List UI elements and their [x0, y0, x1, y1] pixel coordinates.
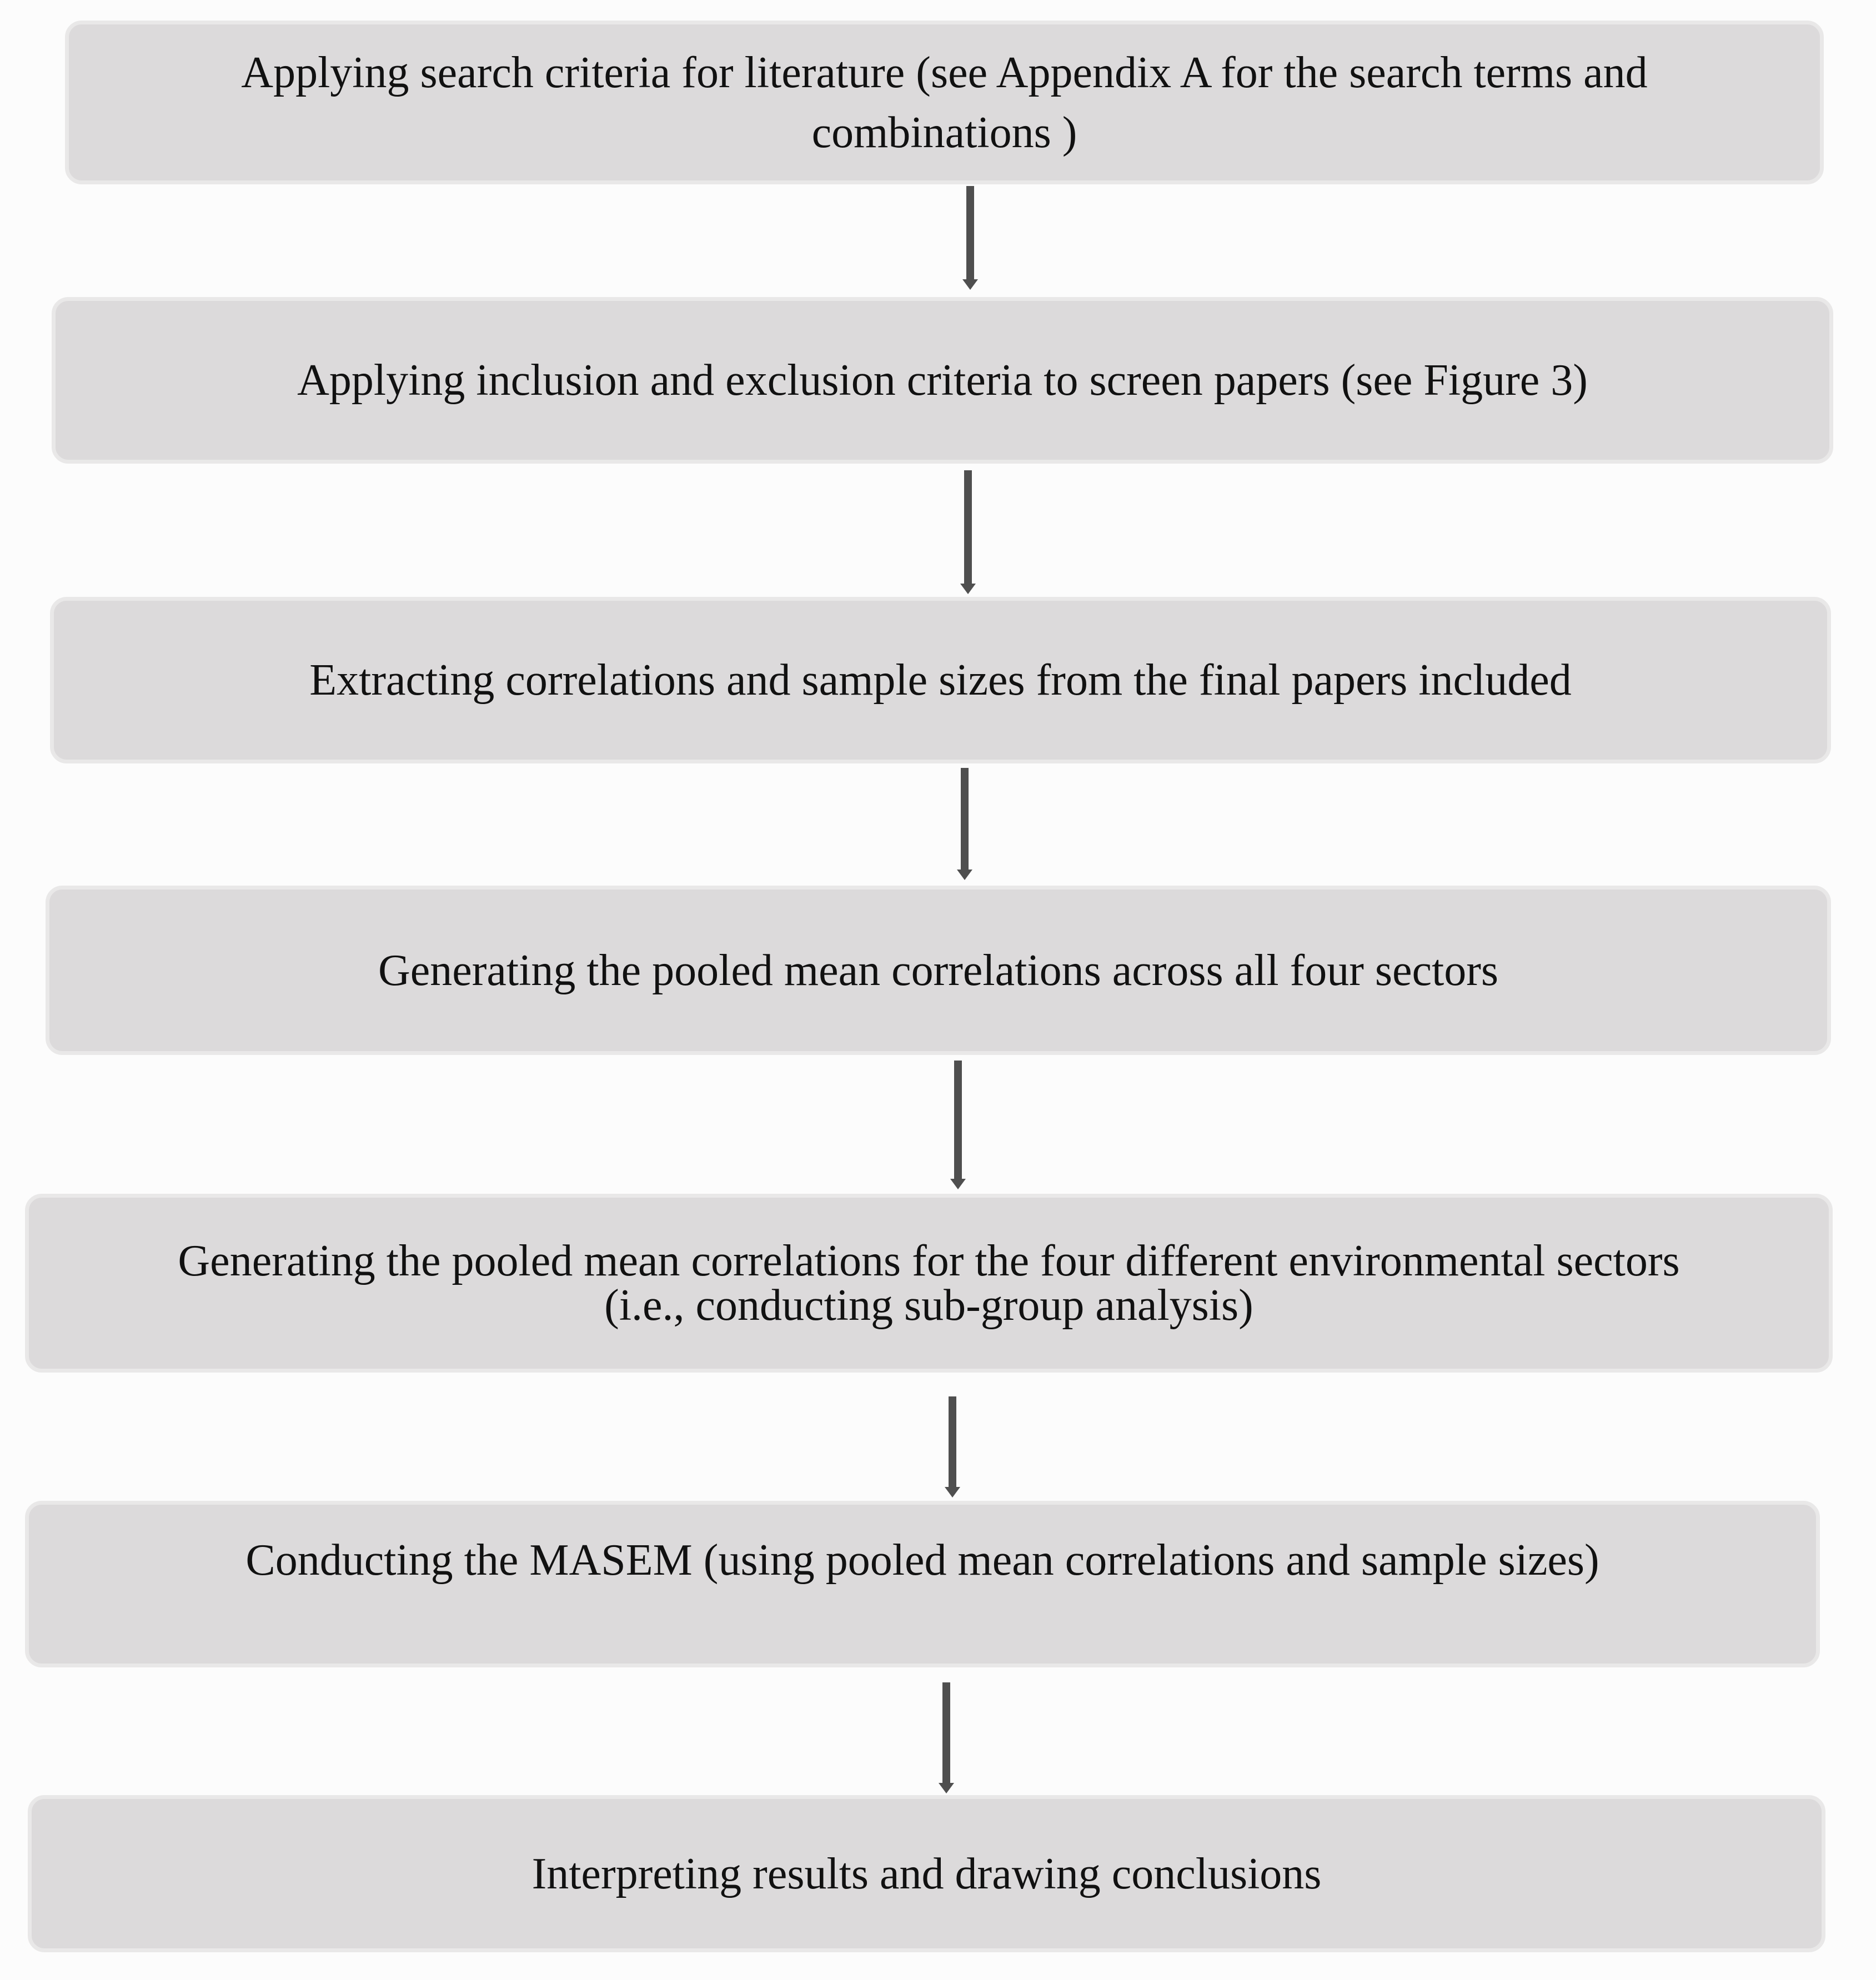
- step-extract-correlations: Extracting correlations and sample sizes…: [50, 597, 1831, 763]
- step-literature-search-label: Applying search criteria for literature …: [241, 48, 1648, 157]
- step-interpret-results-label: Interpreting results and drawing conclus…: [531, 1849, 1322, 1898]
- step-literature-search: Applying search criteria for literature …: [65, 21, 1824, 184]
- step-subgroup-analysis: Generating the pooled mean correlations …: [25, 1194, 1833, 1373]
- step-interpret-results: Interpreting results and drawing conclus…: [28, 1795, 1825, 1952]
- step-screen-papers-label: Applying inclusion and exclusion criteri…: [297, 356, 1588, 405]
- step-conduct-masem-label: Conducting the MASEM (using pooled mean …: [245, 1536, 1599, 1585]
- arrow-6: [939, 1682, 954, 1793]
- arrow-2: [960, 470, 976, 594]
- step-subgroup-analysis-label: Generating the pooled mean correlations …: [178, 1237, 1680, 1330]
- step-conduct-masem: Conducting the MASEM (using pooled mean …: [25, 1501, 1820, 1667]
- arrow-4: [950, 1061, 966, 1189]
- arrow-5: [945, 1396, 960, 1497]
- arrow-1: [962, 186, 978, 290]
- step-pooled-all-sectors: Generating the pooled mean correlations …: [46, 886, 1831, 1055]
- step-extract-correlations-label: Extracting correlations and sample sizes…: [309, 656, 1572, 705]
- arrow-3: [957, 768, 972, 880]
- step-pooled-all-sectors-label: Generating the pooled mean correlations …: [378, 946, 1499, 995]
- step-screen-papers: Applying inclusion and exclusion criteri…: [52, 297, 1833, 464]
